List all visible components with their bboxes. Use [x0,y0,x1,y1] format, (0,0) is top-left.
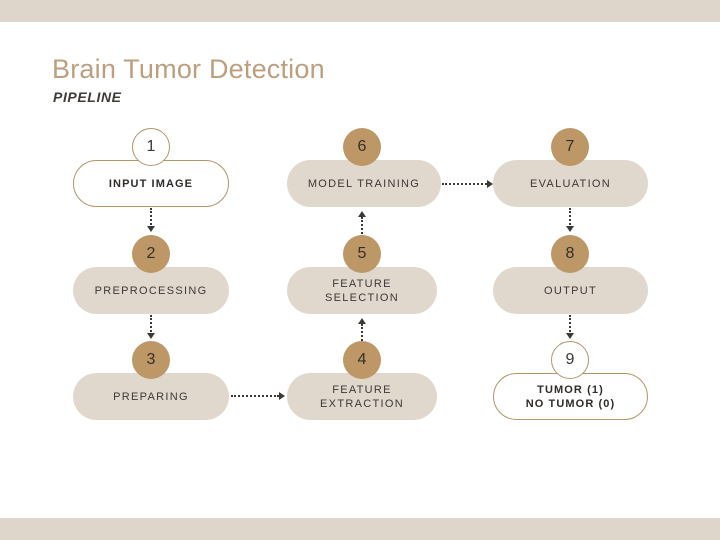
connector-2-to-3 [150,315,152,335]
connector-6-to-7 [442,183,487,185]
node-preprocessing[interactable]: PREPROCESSING [73,267,229,314]
badge-number: 1 [146,138,156,155]
badge-step-5: 5 [343,235,381,273]
bottom-decorative-band [0,518,720,540]
node-label: INPUT IMAGE [108,177,194,190]
node-label: PREPROCESSING [94,284,208,297]
arrowhead-3-to-4 [279,392,285,400]
badge-number: 2 [146,245,156,262]
badge-number: 5 [357,245,367,262]
page-subtitle: PIPELINE [53,89,122,105]
badge-number: 6 [357,138,367,155]
badge-step-1: 1 [132,128,170,166]
node-input-image[interactable]: INPUT IMAGE [73,160,229,207]
badge-number: 4 [357,351,367,368]
connector-7-to-8 [569,208,571,228]
node-preparing[interactable]: PREPARING [73,373,229,420]
arrowhead-2-to-3 [147,333,155,339]
badge-step-3: 3 [132,341,170,379]
arrowhead-8-to-9 [566,333,574,339]
node-model-training[interactable]: MODEL TRAINING [287,160,441,207]
connector-4-to-5 [361,324,363,344]
arrowhead-4-to-5 [358,318,366,324]
badge-step-8: 8 [551,235,589,273]
connector-3-to-4 [231,395,279,397]
node-label: EVALUATION [529,177,612,190]
top-decorative-band [0,0,720,22]
badge-number: 9 [565,351,575,368]
connector-8-to-9 [569,315,571,335]
badge-step-9: 9 [551,341,589,379]
badge-step-7: 7 [551,128,589,166]
arrowhead-5-to-6 [358,211,366,217]
node-label: FEATURE EXTRACTION [320,383,404,410]
connector-5-to-6 [361,217,363,237]
badge-number: 8 [565,245,575,262]
badge-step-2: 2 [132,235,170,273]
node-feature-extraction[interactable]: FEATURE EXTRACTION [287,373,437,420]
badge-step-4: 4 [343,341,381,379]
node-label: MODEL TRAINING [307,177,421,190]
node-label: FEATURE SELECTION [324,277,400,304]
node-output[interactable]: OUTPUT [493,267,648,314]
node-label: OUTPUT [543,284,598,297]
badge-number: 3 [146,351,156,368]
arrowhead-7-to-8 [566,226,574,232]
badge-number: 7 [565,138,575,155]
connector-1-to-2 [150,208,152,228]
node-evaluation[interactable]: EVALUATION [493,160,648,207]
node-label: PREPARING [113,390,189,403]
arrowhead-1-to-2 [147,226,155,232]
node-label: TUMOR (1) NO TUMOR (0) [525,383,616,410]
node-feature-selection[interactable]: FEATURE SELECTION [287,267,437,314]
arrowhead-6-to-7 [487,180,493,188]
page-title: Brain Tumor Detection [52,54,325,84]
node-tumor-result[interactable]: TUMOR (1) NO TUMOR (0) [493,373,648,420]
badge-step-6: 6 [343,128,381,166]
